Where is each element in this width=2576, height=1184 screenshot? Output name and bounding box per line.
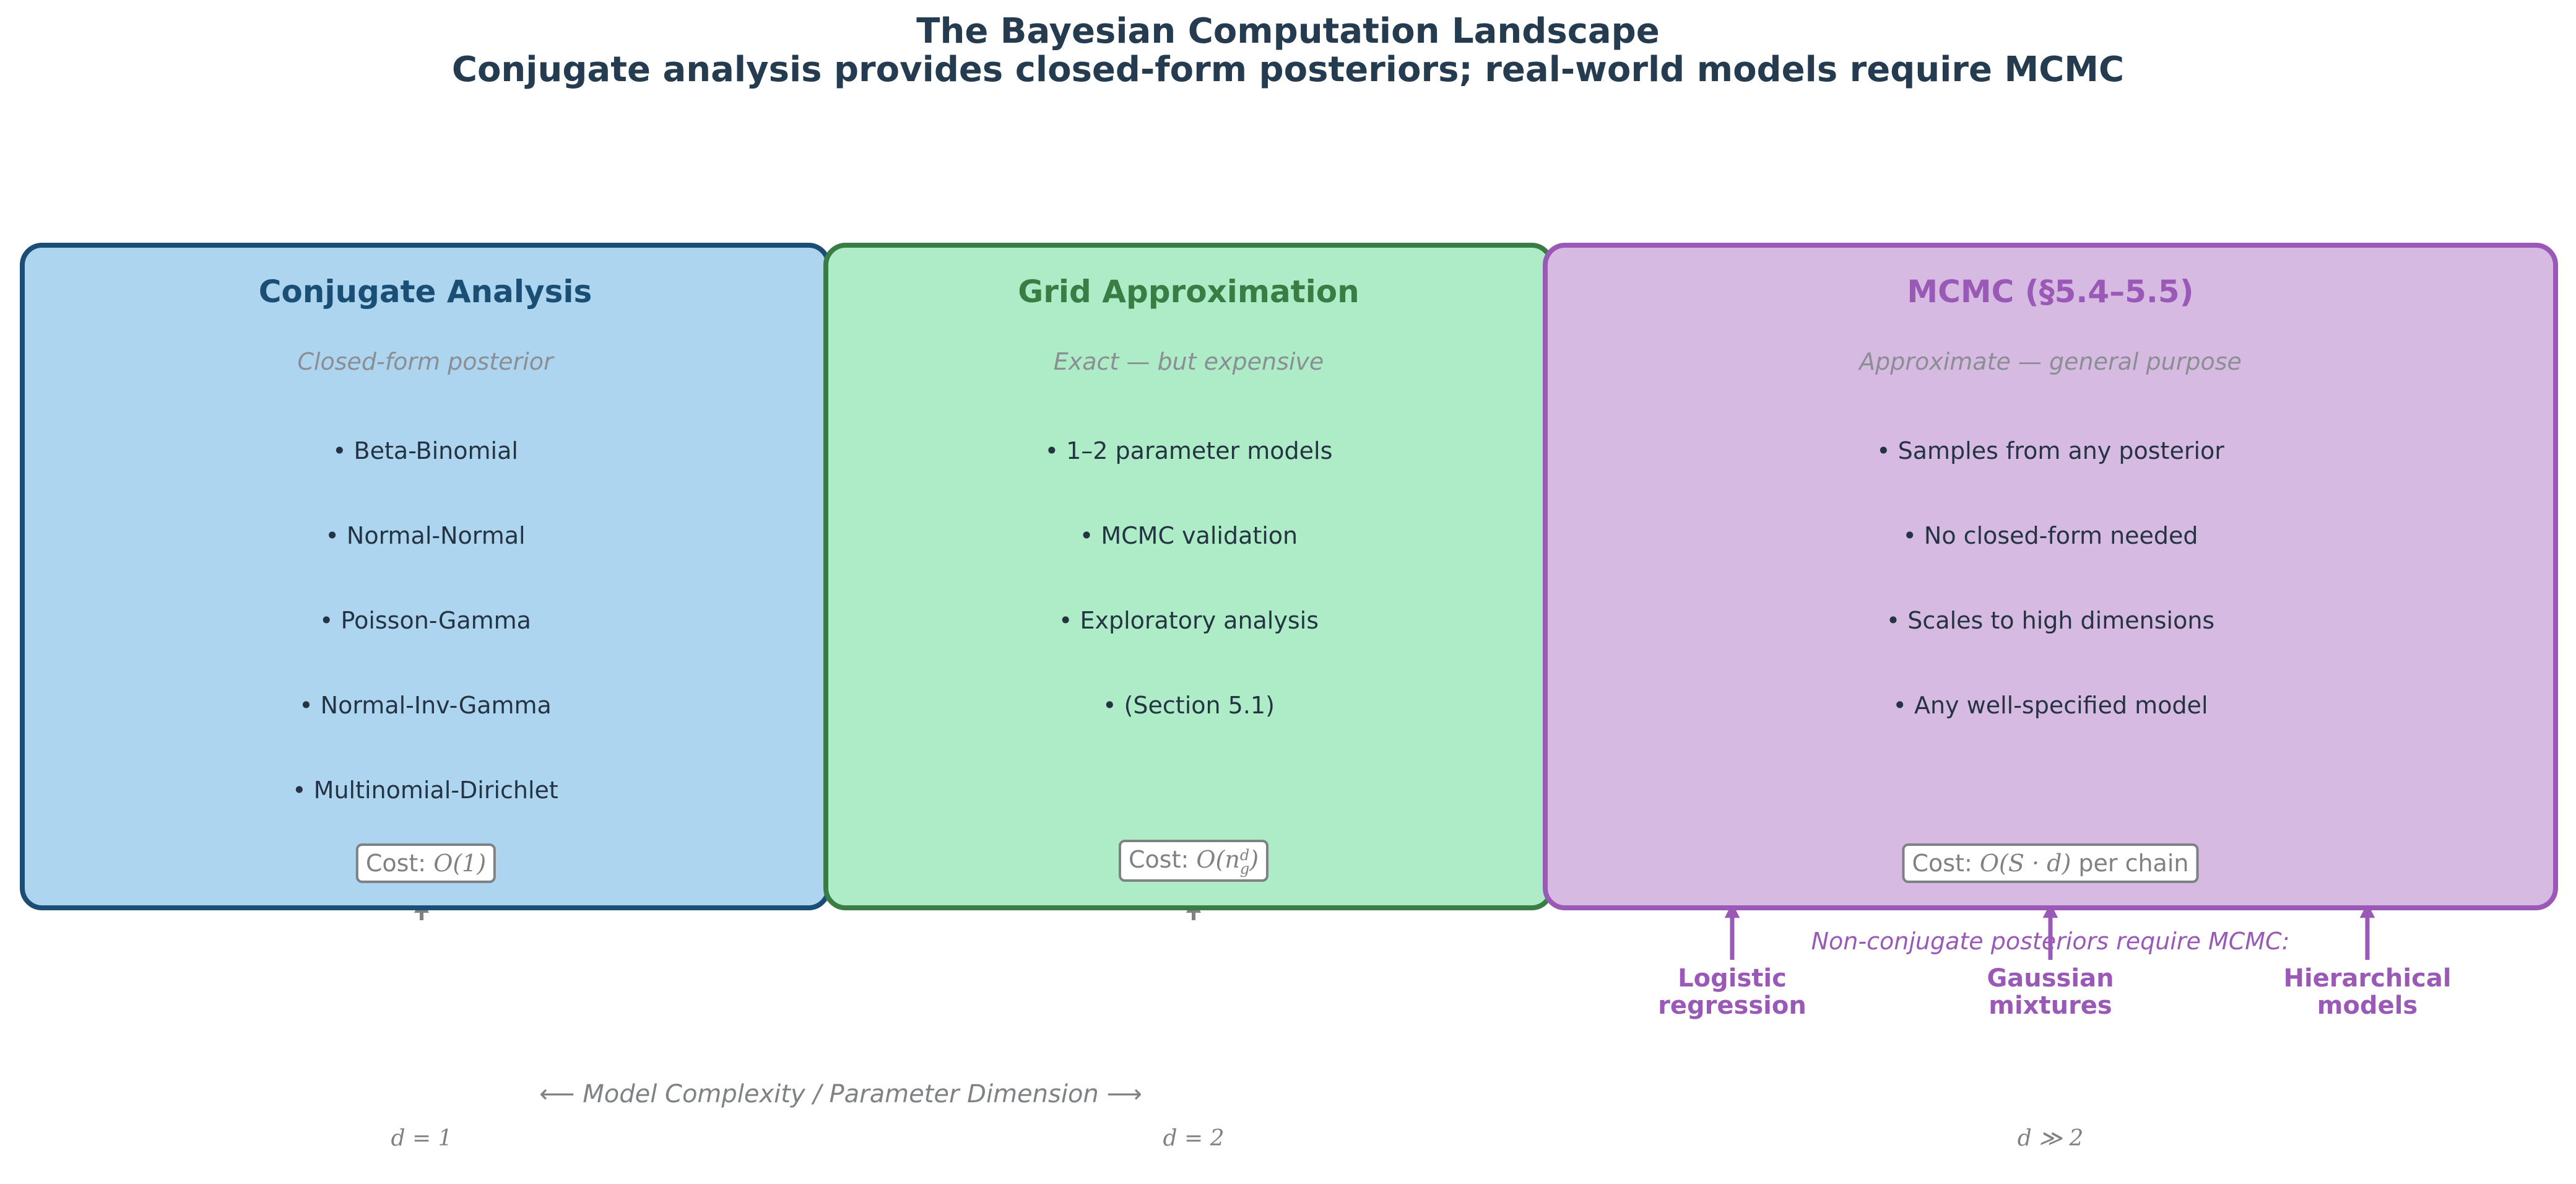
cost-exponent: d (1239, 846, 1250, 864)
cost-formula: O(n (1196, 846, 1240, 873)
mcmc-panel-title: MCMC (§5.4–5.5) (1907, 274, 2194, 310)
conjugate-item: • Poisson-Gamma (319, 607, 531, 634)
cost-label: Cost: (365, 850, 434, 877)
conjugate-panel-subtitle: Closed-form posterior (297, 348, 553, 375)
cost-close: ) (1249, 846, 1259, 873)
conjugate-item: • Normal-Inv-Gamma (299, 692, 552, 719)
cost-formula: O(S · d) (1979, 850, 2071, 877)
complexity-axis-caption: ⟵ Model Complexity / Parameter Dimension… (539, 1080, 1142, 1108)
example-line: mixtures (1988, 991, 2112, 1020)
grid-item: • 1–2 parameter models (1044, 437, 1333, 464)
example-line: models (2317, 991, 2418, 1020)
grid-panel-subtitle: Exact — but expensive (1053, 348, 1324, 375)
dimension-label-1: d = 1 (391, 1126, 453, 1151)
cost-formula: O(1) (433, 850, 487, 877)
mcmc-item: • Any well-specified model (1893, 692, 2208, 719)
conjugate-item: • Normal-Normal (325, 522, 526, 549)
example-logistic-regression: Logistic regression (1658, 965, 1806, 1019)
cost-suffix: per chain (2071, 850, 2189, 877)
example-hierarchical-models: Hierarchical models (2283, 965, 2451, 1019)
mcmc-panel-subtitle: Approximate — general purpose (1859, 348, 2242, 375)
mcmc-cost-box: Cost: O(S · d) per chain (1902, 843, 2199, 883)
grid-panel-title: Grid Approximation (1018, 274, 1360, 310)
grid-item: • (Section 5.1) (1103, 692, 1275, 719)
dimension-label-3: d ≫ 2 (2017, 1126, 2084, 1151)
example-line: regression (1658, 991, 1806, 1020)
cost-subscript: g (1239, 860, 1250, 877)
example-gaussian-mixtures: Gaussian mixtures (1987, 965, 2114, 1019)
conjugate-item: • Beta-Binomial (332, 437, 518, 464)
example-line: Hierarchical (2283, 964, 2452, 993)
grid-item: • MCMC validation (1079, 522, 1298, 549)
cost-label: Cost: (1128, 846, 1197, 873)
mcmc-item: • Samples from any posterior (1876, 437, 2224, 464)
conjugate-cost-box: Cost: O(1) (355, 843, 497, 883)
example-line: Gaussian (1987, 964, 2114, 993)
diagram-title: The Bayesian Computation Landscape (916, 11, 1660, 51)
example-line: Logistic (1678, 964, 1787, 993)
conjugate-analysis-panel: Conjugate Analysis Closed-form posterior… (20, 243, 831, 910)
mcmc-item: • Scales to high dimensions (1886, 607, 2215, 634)
non-conjugate-note: Non-conjugate posteriors require MCMC: (1811, 928, 2290, 955)
grid-approximation-panel: Grid Approximation Exact — but expensive… (823, 243, 1554, 910)
conjugate-item: • Multinomial-Dirichlet (292, 777, 558, 804)
mcmc-panel: MCMC (§5.4–5.5) Approximate — general pu… (1543, 243, 2558, 910)
conjugate-panel-title: Conjugate Analysis (258, 274, 592, 310)
cost-label: Cost: (1912, 850, 1980, 877)
mcmc-item: • No closed-form needed (1902, 522, 2198, 549)
grid-item: • Exploratory analysis (1058, 607, 1319, 634)
dimension-label-2: d = 2 (1163, 1126, 1225, 1151)
diagram-subtitle: Conjugate analysis provides closed-form … (451, 50, 2125, 90)
